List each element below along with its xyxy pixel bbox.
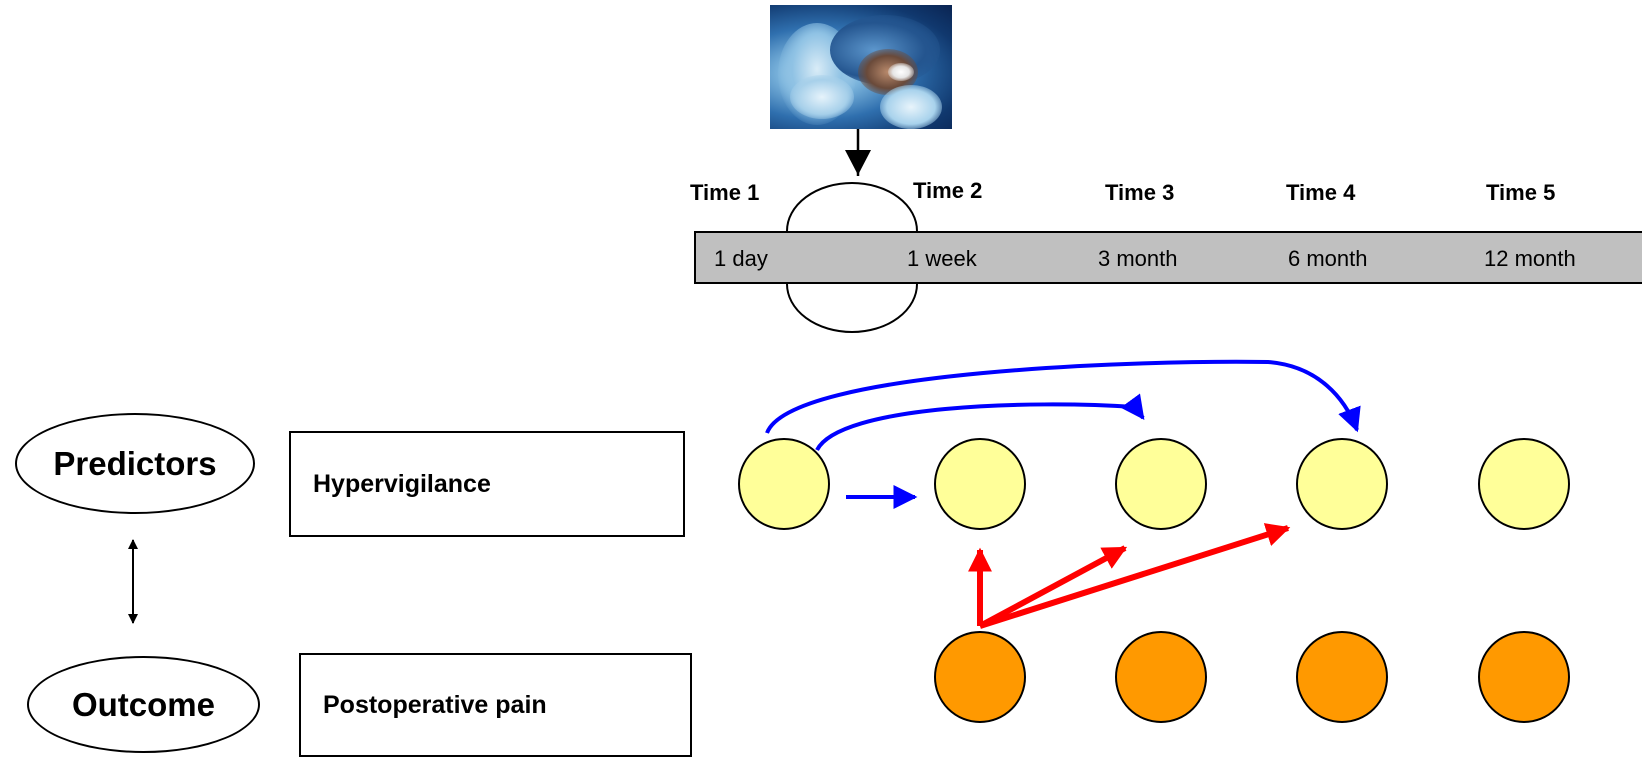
predictor-node-time-4	[1296, 438, 1388, 530]
time-label-3: Time 3	[1105, 180, 1175, 205]
red-arrow-outcome-2-to-predictor-4	[979, 523, 1291, 629]
interval-label-5: 12 month	[1484, 246, 1576, 271]
surgery-arrow-head	[845, 150, 871, 175]
outcome-variable-box: Postoperative pain	[299, 653, 692, 757]
interval-label-3: 3 month	[1098, 246, 1178, 271]
interval-label-1: 1 day	[714, 246, 768, 271]
predictors-oval: Predictors	[15, 413, 255, 514]
outcome-node-time-5	[1478, 631, 1570, 723]
surgery-circle-bottom	[786, 283, 918, 333]
blue-arrow-predictor-1-to-predictor-3	[815, 393, 1145, 452]
predictor-node-time-5	[1478, 438, 1570, 530]
predictor-variable-box: Hypervigilance	[289, 431, 685, 537]
outcome-oval: Outcome	[27, 656, 260, 753]
time-label-1: Time 1	[690, 180, 760, 205]
time-label-4: Time 4	[1286, 180, 1356, 205]
outcome-node-time-3	[1115, 631, 1207, 723]
red-arrow-outcome-2-to-predictor-3	[978, 545, 1128, 629]
outcome-node-time-4	[1296, 631, 1388, 723]
predictor-node-time-2	[934, 438, 1026, 530]
blue-arrow-predictor-1-to-predictor-4	[765, 359, 1361, 434]
interval-label-4: 6 month	[1288, 246, 1368, 271]
surgery-circle-top	[786, 182, 918, 232]
predictors-label: Predictors	[53, 444, 217, 482]
interval-label-2: 1 week	[907, 246, 977, 271]
outcome-node-time-2	[934, 631, 1026, 723]
outcome-variable-label: Postoperative pain	[323, 690, 547, 719]
predictor-node-time-1	[738, 438, 830, 530]
predictor-variable-label: Hypervigilance	[313, 469, 491, 498]
time-label-5: Time 5	[1486, 180, 1556, 205]
time-label-2: Time 2	[913, 178, 983, 203]
surgeons-photo	[770, 5, 952, 129]
outcome-label: Outcome	[71, 685, 216, 723]
timeline-bar	[694, 231, 1642, 284]
predictor-node-time-3	[1115, 438, 1207, 530]
